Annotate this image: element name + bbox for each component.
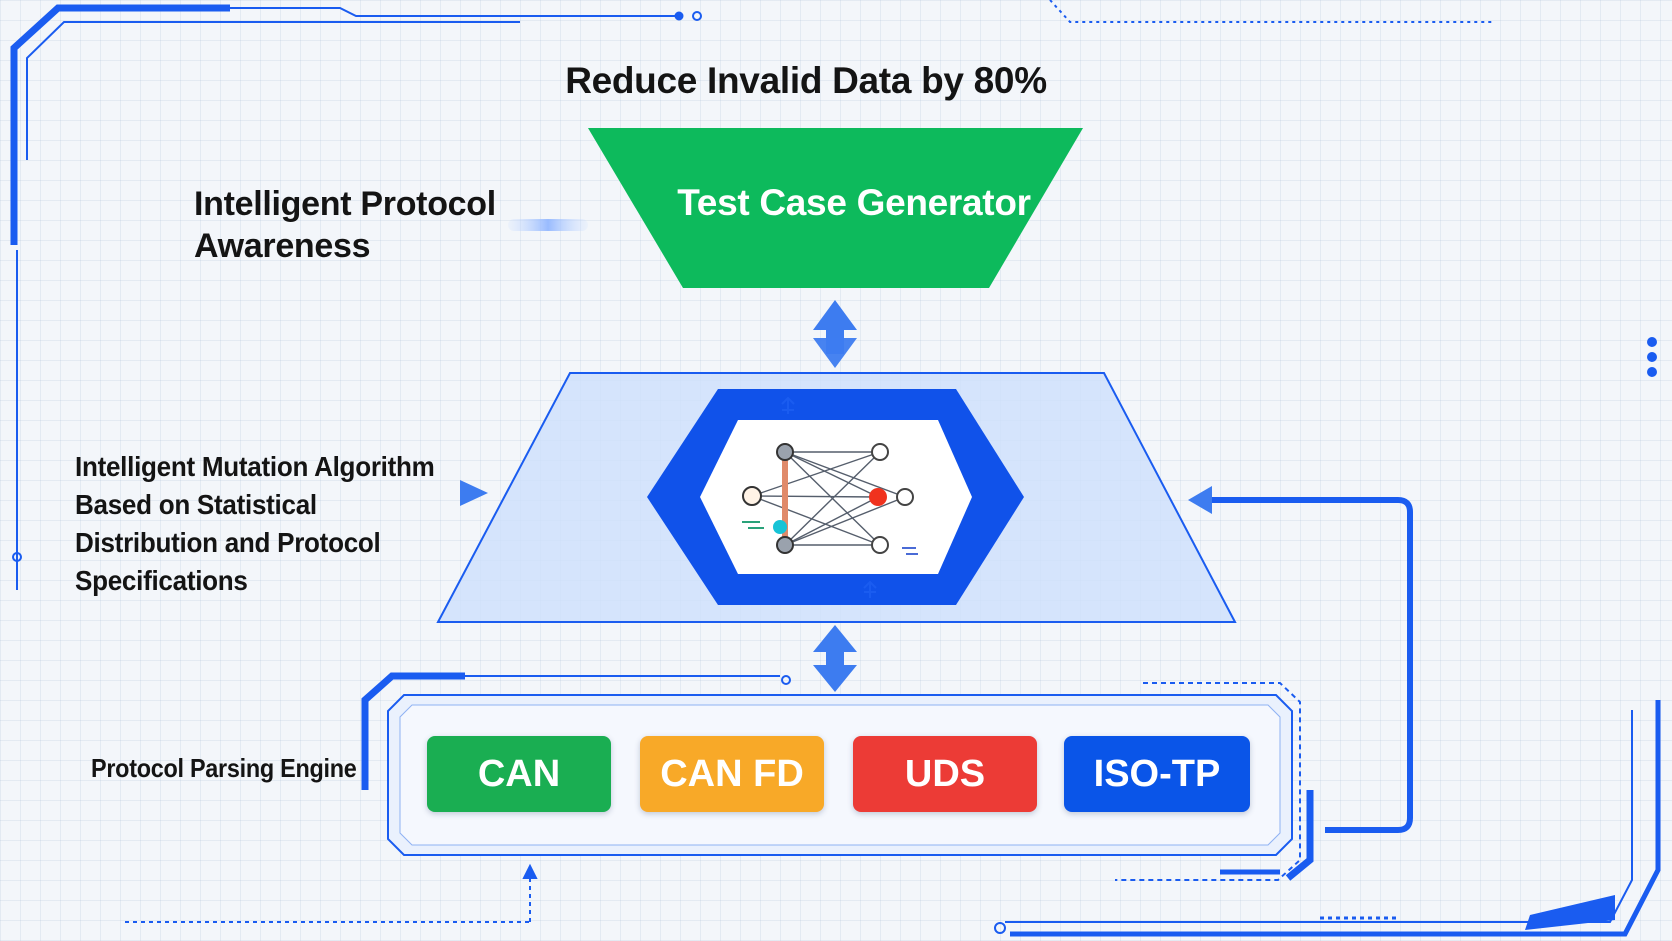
frame-top-right xyxy=(1049,0,1495,23)
awareness-label: Intelligent Protocol Awareness xyxy=(194,185,496,265)
hexagon-small-arrows xyxy=(781,396,877,598)
generator-shape xyxy=(588,128,1083,288)
connector-glow xyxy=(508,219,588,231)
frame-corner-top-left xyxy=(10,4,702,590)
neural-network-icon xyxy=(742,443,918,555)
feedback-arrow-icon xyxy=(1188,486,1413,833)
mutation-pointer xyxy=(460,480,488,506)
page-title: Reduce Invalid Data by 80% xyxy=(0,60,1672,102)
generator-label: Test Case Generator xyxy=(677,182,1031,223)
parsing-engine-label: Protocol Parsing Engine xyxy=(91,753,357,783)
double-arrow-icon xyxy=(813,300,857,368)
frame-corner-bottom-right xyxy=(994,700,1661,937)
parsing-engine-frame xyxy=(361,672,1314,881)
protocol-iso-tp: ISO-TP xyxy=(1064,736,1250,812)
page-title-text: Reduce Invalid Data by 80% xyxy=(565,60,1047,101)
double-arrow-icon xyxy=(813,625,857,692)
protocol-can: CAN xyxy=(427,736,611,812)
protocol-can-fd: CAN FD xyxy=(640,736,824,812)
mutation-algorithm-label: Intelligent Mutation Algorithm Based on … xyxy=(75,451,435,596)
frame-bottom-left xyxy=(125,863,538,923)
protocol-uds: UDS xyxy=(853,736,1037,812)
parsing-engine-inner xyxy=(399,704,1281,846)
frame-right-dots xyxy=(1647,337,1657,377)
